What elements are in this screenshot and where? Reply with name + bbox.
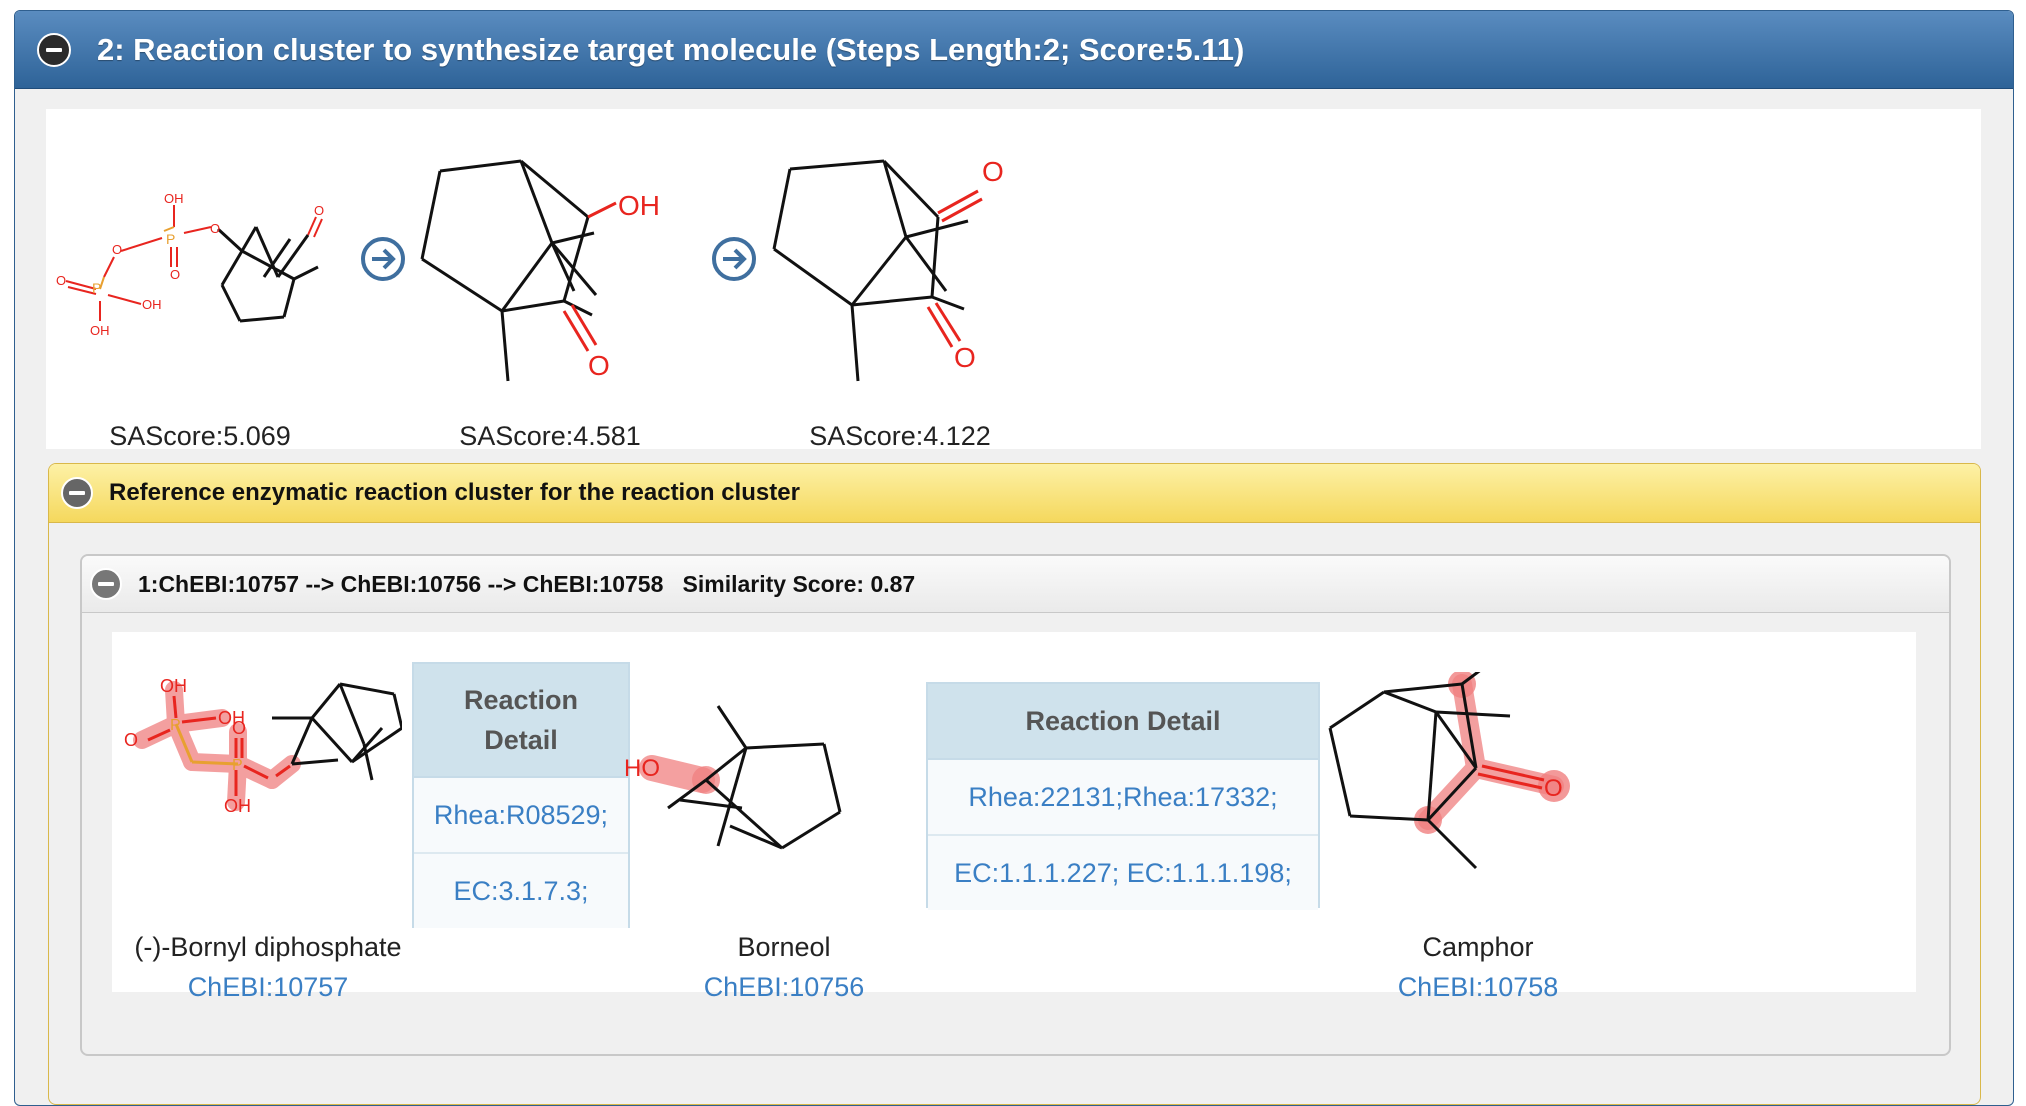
compound-name: (-)-Bornyl diphosphate: [134, 932, 402, 962]
reaction-cluster-item-title: 1:ChEBI:10757 --> ChEBI:10756 --> ChEBI:…: [138, 570, 916, 597]
compound-structure-borneol: HO: [624, 705, 842, 850]
reaction-cluster-panel: 2: Reaction cluster to synthesize target…: [14, 10, 2014, 1106]
svg-text:O: O: [124, 730, 138, 750]
reaction-detail-header: Reaction Detail: [414, 664, 628, 778]
svg-text:O: O: [314, 203, 324, 218]
svg-text:O: O: [588, 350, 610, 381]
svg-text:O: O: [982, 156, 1004, 187]
rhea-link[interactable]: Rhea:R08529;: [414, 778, 628, 854]
synthesis-pathway: OH P O O O P O OH OH O SAScore:5.069: [46, 109, 1981, 451]
svg-text:OH: OH: [618, 190, 660, 221]
ec-link[interactable]: EC:3.1.7.3;: [414, 854, 628, 928]
reaction-cluster-header[interactable]: 2: Reaction cluster to synthesize target…: [15, 11, 2013, 89]
svg-text:OH: OH: [142, 297, 162, 312]
compound-name: Camphor: [1422, 932, 1534, 962]
molecule-structure-1: OH P O O O P O OH OH O: [56, 191, 324, 338]
svg-text:P: P: [232, 757, 243, 774]
reference-reaction-header[interactable]: Reference enzymatic reaction cluster for…: [49, 464, 1980, 523]
svg-text:O: O: [210, 221, 220, 236]
collapse-icon[interactable]: [61, 477, 93, 509]
reaction-cluster-item: 1:ChEBI:10757 --> ChEBI:10756 --> ChEBI:…: [80, 554, 1951, 1056]
svg-text:OH: OH: [218, 708, 245, 728]
compound-structure-bornyl-diphosphate: OH O OH O OH P P: [124, 676, 402, 816]
compound-structure-camphor: O: [1328, 672, 1570, 870]
svg-text:OH: OH: [224, 796, 251, 816]
svg-text:O: O: [954, 342, 976, 373]
sascore-3: SAScore:4.122: [809, 421, 991, 451]
svg-text:OH: OH: [160, 676, 187, 696]
reaction-detail-table-1: Reaction Detail Rhea:R08529; EC:3.1.7.3;: [412, 662, 630, 928]
arrow-right-circle-icon: [361, 237, 405, 281]
rhea-link[interactable]: Rhea:22131;Rhea:17332;: [928, 760, 1318, 836]
reaction-cluster-item-header[interactable]: 1:ChEBI:10757 --> ChEBI:10756 --> ChEBI:…: [82, 556, 1949, 613]
reaction-cluster-content: OH O OH O OH P P Reaction Detail Rhea:R0…: [112, 632, 1916, 1002]
svg-text:OH: OH: [90, 323, 110, 338]
reaction-detail-table-2: Reaction Detail Rhea:22131;Rhea:17332; E…: [926, 682, 1320, 910]
svg-text:P: P: [166, 231, 175, 247]
svg-text:HO: HO: [624, 755, 660, 782]
compound-name: Borneol: [737, 932, 831, 962]
svg-text:O: O: [1544, 775, 1563, 802]
svg-text:O: O: [232, 718, 246, 738]
ec-link[interactable]: EC:1.1.1.227; EC:1.1.1.198;: [928, 836, 1318, 910]
sascore-1: SAScore:5.069: [109, 421, 291, 451]
reaction-cluster-title: 2: Reaction cluster to synthesize target…: [97, 31, 1245, 67]
compound-chebi-link[interactable]: ChEBI:10756: [703, 972, 865, 1002]
molecule-structure-3: O O: [772, 156, 1004, 382]
reference-reaction-title: Reference enzymatic reaction cluster for…: [109, 479, 800, 506]
reaction-detail-header: Reaction Detail: [928, 684, 1318, 760]
reference-reaction-panel: Reference enzymatic reaction cluster for…: [48, 463, 1981, 1105]
svg-text:P: P: [92, 280, 101, 296]
arrow-right-circle-icon: [712, 237, 756, 281]
svg-text:P: P: [170, 717, 181, 734]
molecule-structure-2: OH O: [420, 159, 660, 382]
svg-text:O: O: [170, 267, 180, 282]
compound-chebi-link[interactable]: ChEBI:10757: [187, 972, 349, 1002]
sascore-2: SAScore:4.581: [459, 421, 641, 451]
svg-text:O: O: [56, 273, 66, 288]
compound-chebi-link[interactable]: ChEBI:10758: [1397, 972, 1559, 1002]
collapse-icon[interactable]: [90, 568, 122, 600]
collapse-icon[interactable]: [37, 32, 71, 67]
svg-text:O: O: [112, 242, 122, 257]
svg-text:OH: OH: [164, 191, 184, 206]
